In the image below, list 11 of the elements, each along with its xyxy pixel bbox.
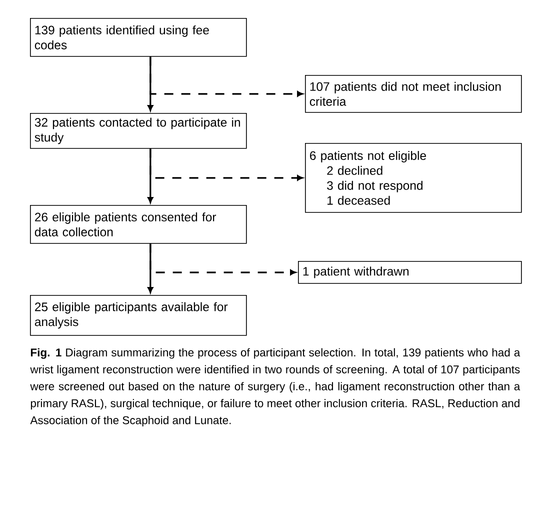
process-box: 6 patients not eligible 2 declined 3 did not respond 1 deceased xyxy=(305,143,522,213)
arrow xyxy=(150,56,303,97)
arrow xyxy=(150,148,303,181)
caption-text: Fig. 1 Diagram summarizing the process of participant selection. In total, 139 patients who had a wrist ligament reconstruction were identified in two rounds of screening. A total of 107 participants were screened out based on the nature of surgery (i.e., had ligament reconstruction other than a primary RASL), surgical technique, or failure to meet other inclusion criteria. RASL, Reduction and Association of the Scaphoid and Lunate. xyxy=(30,348,520,426)
process-box: 25 eligible participants available for analysis xyxy=(30,295,247,336)
process-box: 107 patients did not meet inclusion criteria xyxy=(305,75,522,113)
process-box: 139 patients identified using fee codes xyxy=(30,18,247,57)
process-box: 1 patient withdrawn xyxy=(298,261,522,284)
process-box: 32 patients contacted to participate in study xyxy=(30,113,247,149)
process-box: 26 eligible patients consented for data collection xyxy=(30,204,247,244)
arrow xyxy=(150,244,296,276)
